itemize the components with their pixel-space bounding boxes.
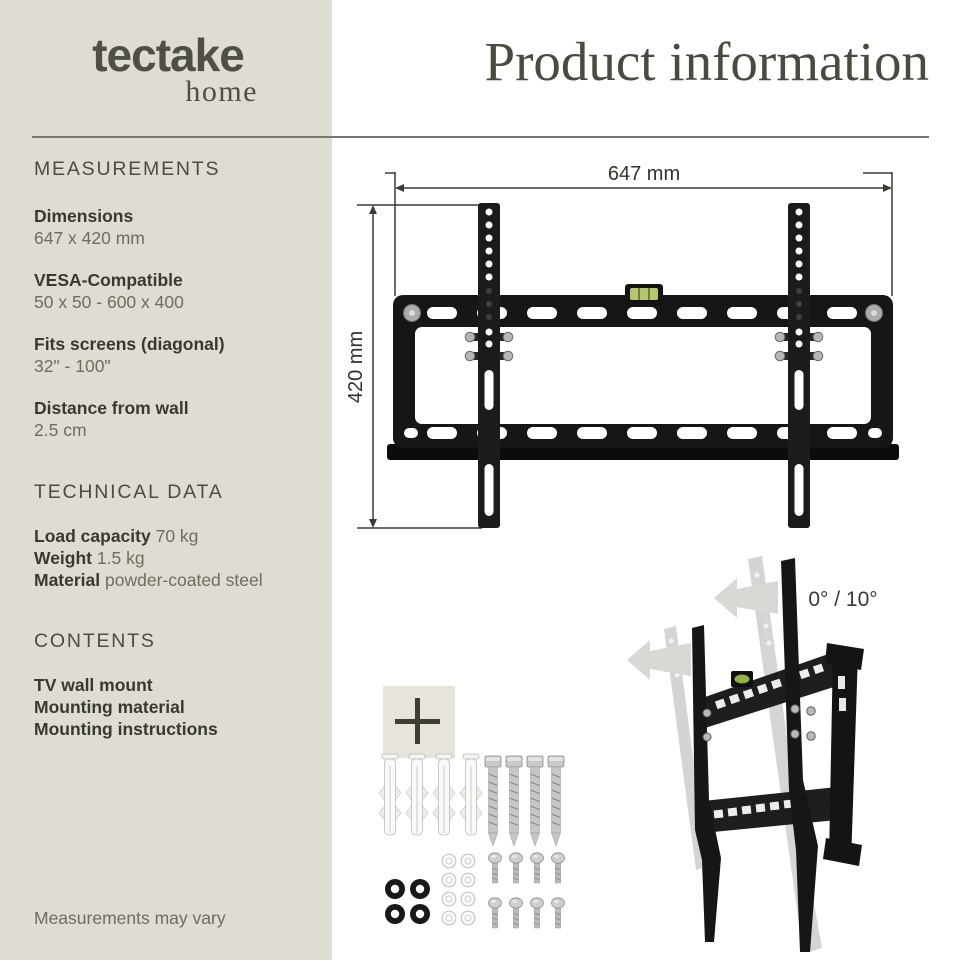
- weight-value: 1.5 kg: [96, 548, 145, 568]
- dimensions-value: 647 x 420 mm: [34, 228, 145, 248]
- arrowhead-bottom: [369, 519, 377, 528]
- fits-screens-value: 32" - 100": [34, 356, 111, 376]
- plus-icon: [383, 686, 455, 758]
- dimension-width: [385, 172, 893, 296]
- tilt-arrows: [627, 578, 778, 680]
- tilt-bolts: [702, 704, 816, 742]
- brand-logo: tectake: [92, 29, 245, 81]
- material-row: Material powder-coated steel: [34, 570, 263, 591]
- hardware-contents: [378, 686, 565, 929]
- footnote: Measurements may vary: [34, 908, 226, 928]
- dimension-height: [357, 204, 482, 529]
- tilt-angle-label: 0° / 10°: [808, 588, 877, 611]
- material-value: powder-coated steel: [105, 570, 263, 590]
- section-heading-contents: CONTENTS: [34, 630, 156, 652]
- wall-plugs: [378, 753, 483, 836]
- width-dimension-label: 647 mm: [608, 163, 680, 185]
- arrowhead-top: [369, 205, 377, 214]
- arrowhead-left: [395, 184, 404, 192]
- spirit-level: [625, 284, 663, 305]
- section-heading-technical: TECHNICAL DATA: [34, 481, 224, 503]
- wall-distance-label: Distance from wall: [34, 398, 189, 418]
- page-title: Product information: [484, 31, 929, 92]
- lag-screws: [484, 755, 565, 847]
- dimensions-label: Dimensions: [34, 206, 134, 226]
- front-view-drawing: 647 mm 420 mm: [345, 163, 899, 529]
- tilt-view-drawing: 0° / 10°: [627, 556, 878, 952]
- load-capacity-row: Load capacity 70 kg: [34, 526, 198, 547]
- wall-plate: [387, 295, 899, 460]
- height-dimension-label: 420 mm: [345, 331, 367, 403]
- wall-distance-value: 2.5 cm: [34, 420, 87, 440]
- fits-screens-label: Fits screens (diagonal): [34, 334, 225, 354]
- vesa-value: 50 x 50 - 600 x 400: [34, 292, 184, 312]
- arrowhead-right: [883, 184, 892, 192]
- material-label: Material: [34, 570, 101, 590]
- contents-item-2: Mounting material: [34, 697, 185, 717]
- section-heading-measurements: MEASUREMENTS: [34, 158, 221, 180]
- machine-screws: [488, 852, 565, 929]
- sidebar: tectake home MEASUREMENTS Dimensions 647…: [0, 0, 332, 960]
- contents-item-1: TV wall mount: [34, 675, 153, 695]
- tilt-mount: [692, 558, 864, 952]
- tilt-spirit-level: [731, 671, 753, 687]
- corner-screws: [403, 304, 883, 322]
- weight-label: Weight: [34, 548, 93, 568]
- brand-logo-sub: home: [185, 75, 258, 108]
- header-divider: [32, 136, 929, 138]
- load-capacity-label: Load capacity: [34, 526, 151, 546]
- rubber-spacers: [385, 879, 430, 924]
- load-capacity-value: 70 kg: [155, 526, 199, 546]
- contents-item-3: Mounting instructions: [34, 719, 218, 739]
- washers: [441, 853, 476, 926]
- weight-row: Weight 1.5 kg: [34, 548, 145, 569]
- vesa-label: VESA-Compatible: [34, 270, 183, 290]
